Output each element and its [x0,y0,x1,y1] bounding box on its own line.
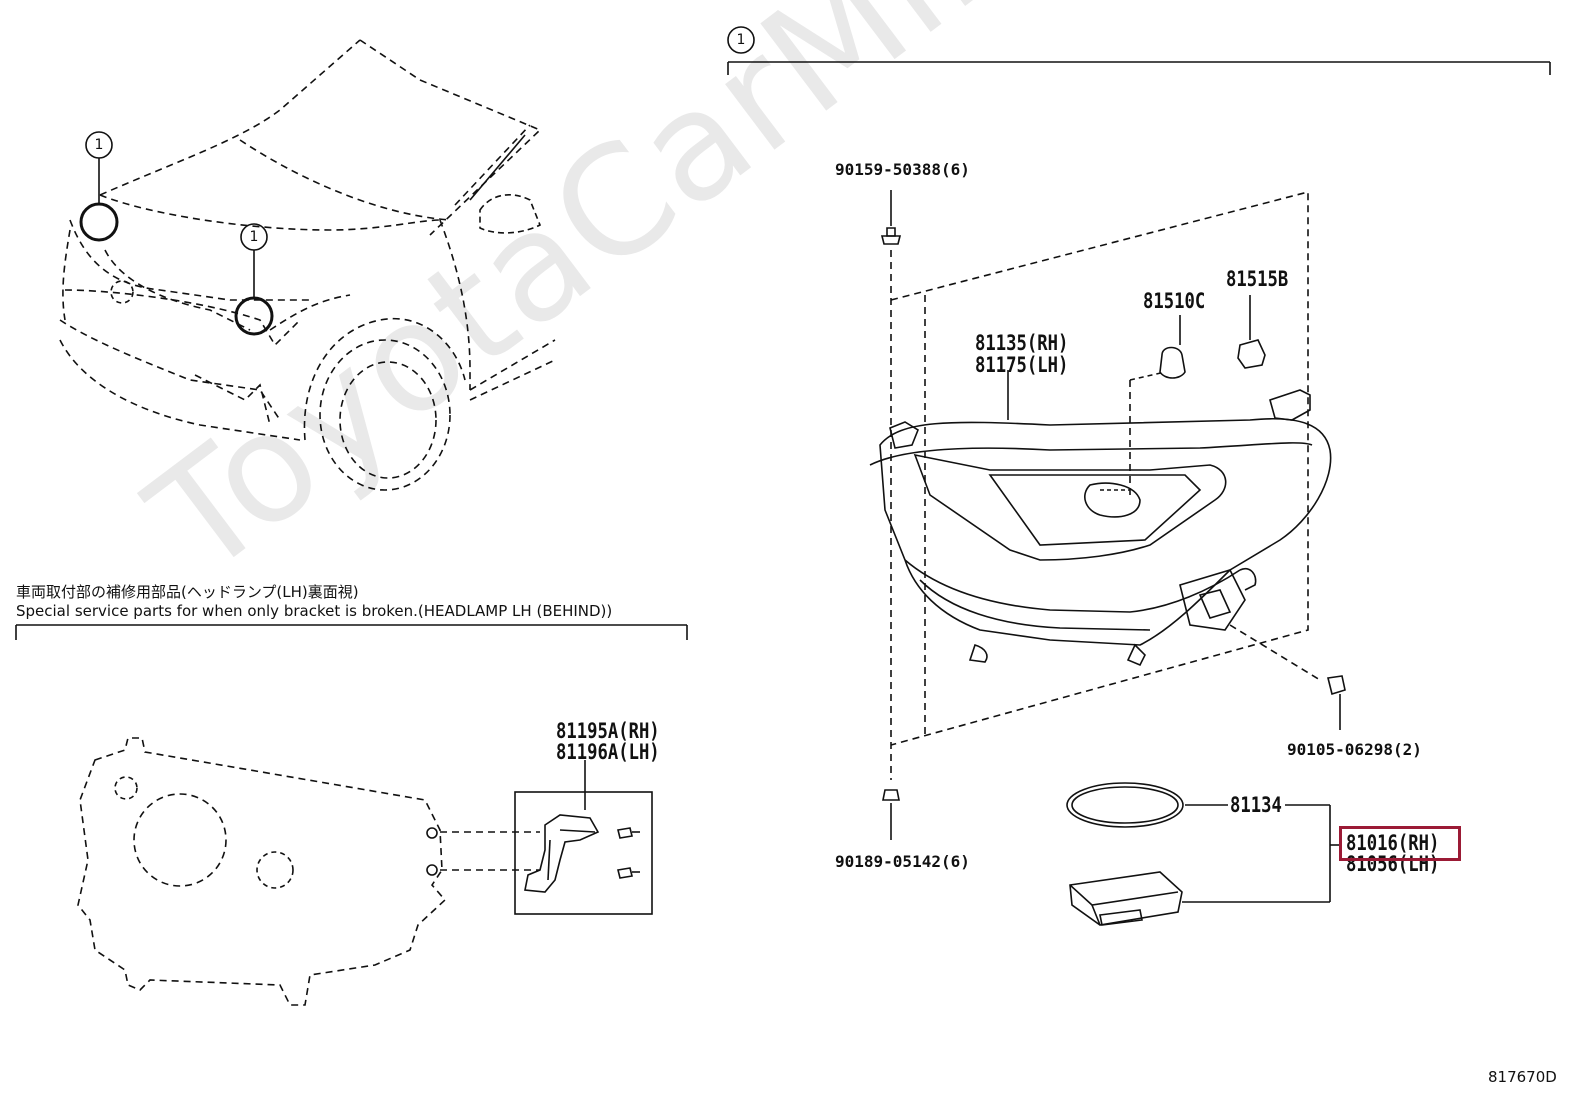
part-label-bolt-bottom[interactable]: 90189-05142(6) [835,852,970,871]
part-label-bracket-rh[interactable]: 81195A(RH) [556,719,660,743]
part-label-socket[interactable]: 81515B [1226,267,1289,291]
part-label-gasket[interactable]: 81134 [1230,793,1282,817]
part-label-assy-rh[interactable]: 81016(RH) [1346,831,1440,855]
callout-number-car-right: 1 [249,229,259,245]
part-label-lamp-rh[interactable]: 81135(RH) [975,331,1069,355]
callout-number-car-left: 1 [94,137,104,153]
part-label-lamp-lh[interactable]: 81175(LH) [975,353,1069,377]
part-label-bulb[interactable]: 81510C [1143,289,1206,313]
note-japanese: 車両取付部の補修用部品(ヘッドランプ(LH)裏面視) [16,583,359,601]
headlamp-exploded-view [727,26,1551,926]
selected-part-highlight [1339,826,1461,861]
callout-number-group: 1 [736,32,746,48]
note-english: Special service parts for when only brac… [16,602,613,620]
bracket-service-part [15,624,688,1006]
part-label-bolt-right[interactable]: 90105-06298(2) [1287,740,1422,759]
car-front-illustration [59,39,556,491]
part-label-bracket-lh[interactable]: 81196A(LH) [556,740,660,764]
part-label-bolt-top[interactable]: 90159-50388(6) [835,160,970,179]
diagram-code: 817670D [1488,1068,1557,1086]
